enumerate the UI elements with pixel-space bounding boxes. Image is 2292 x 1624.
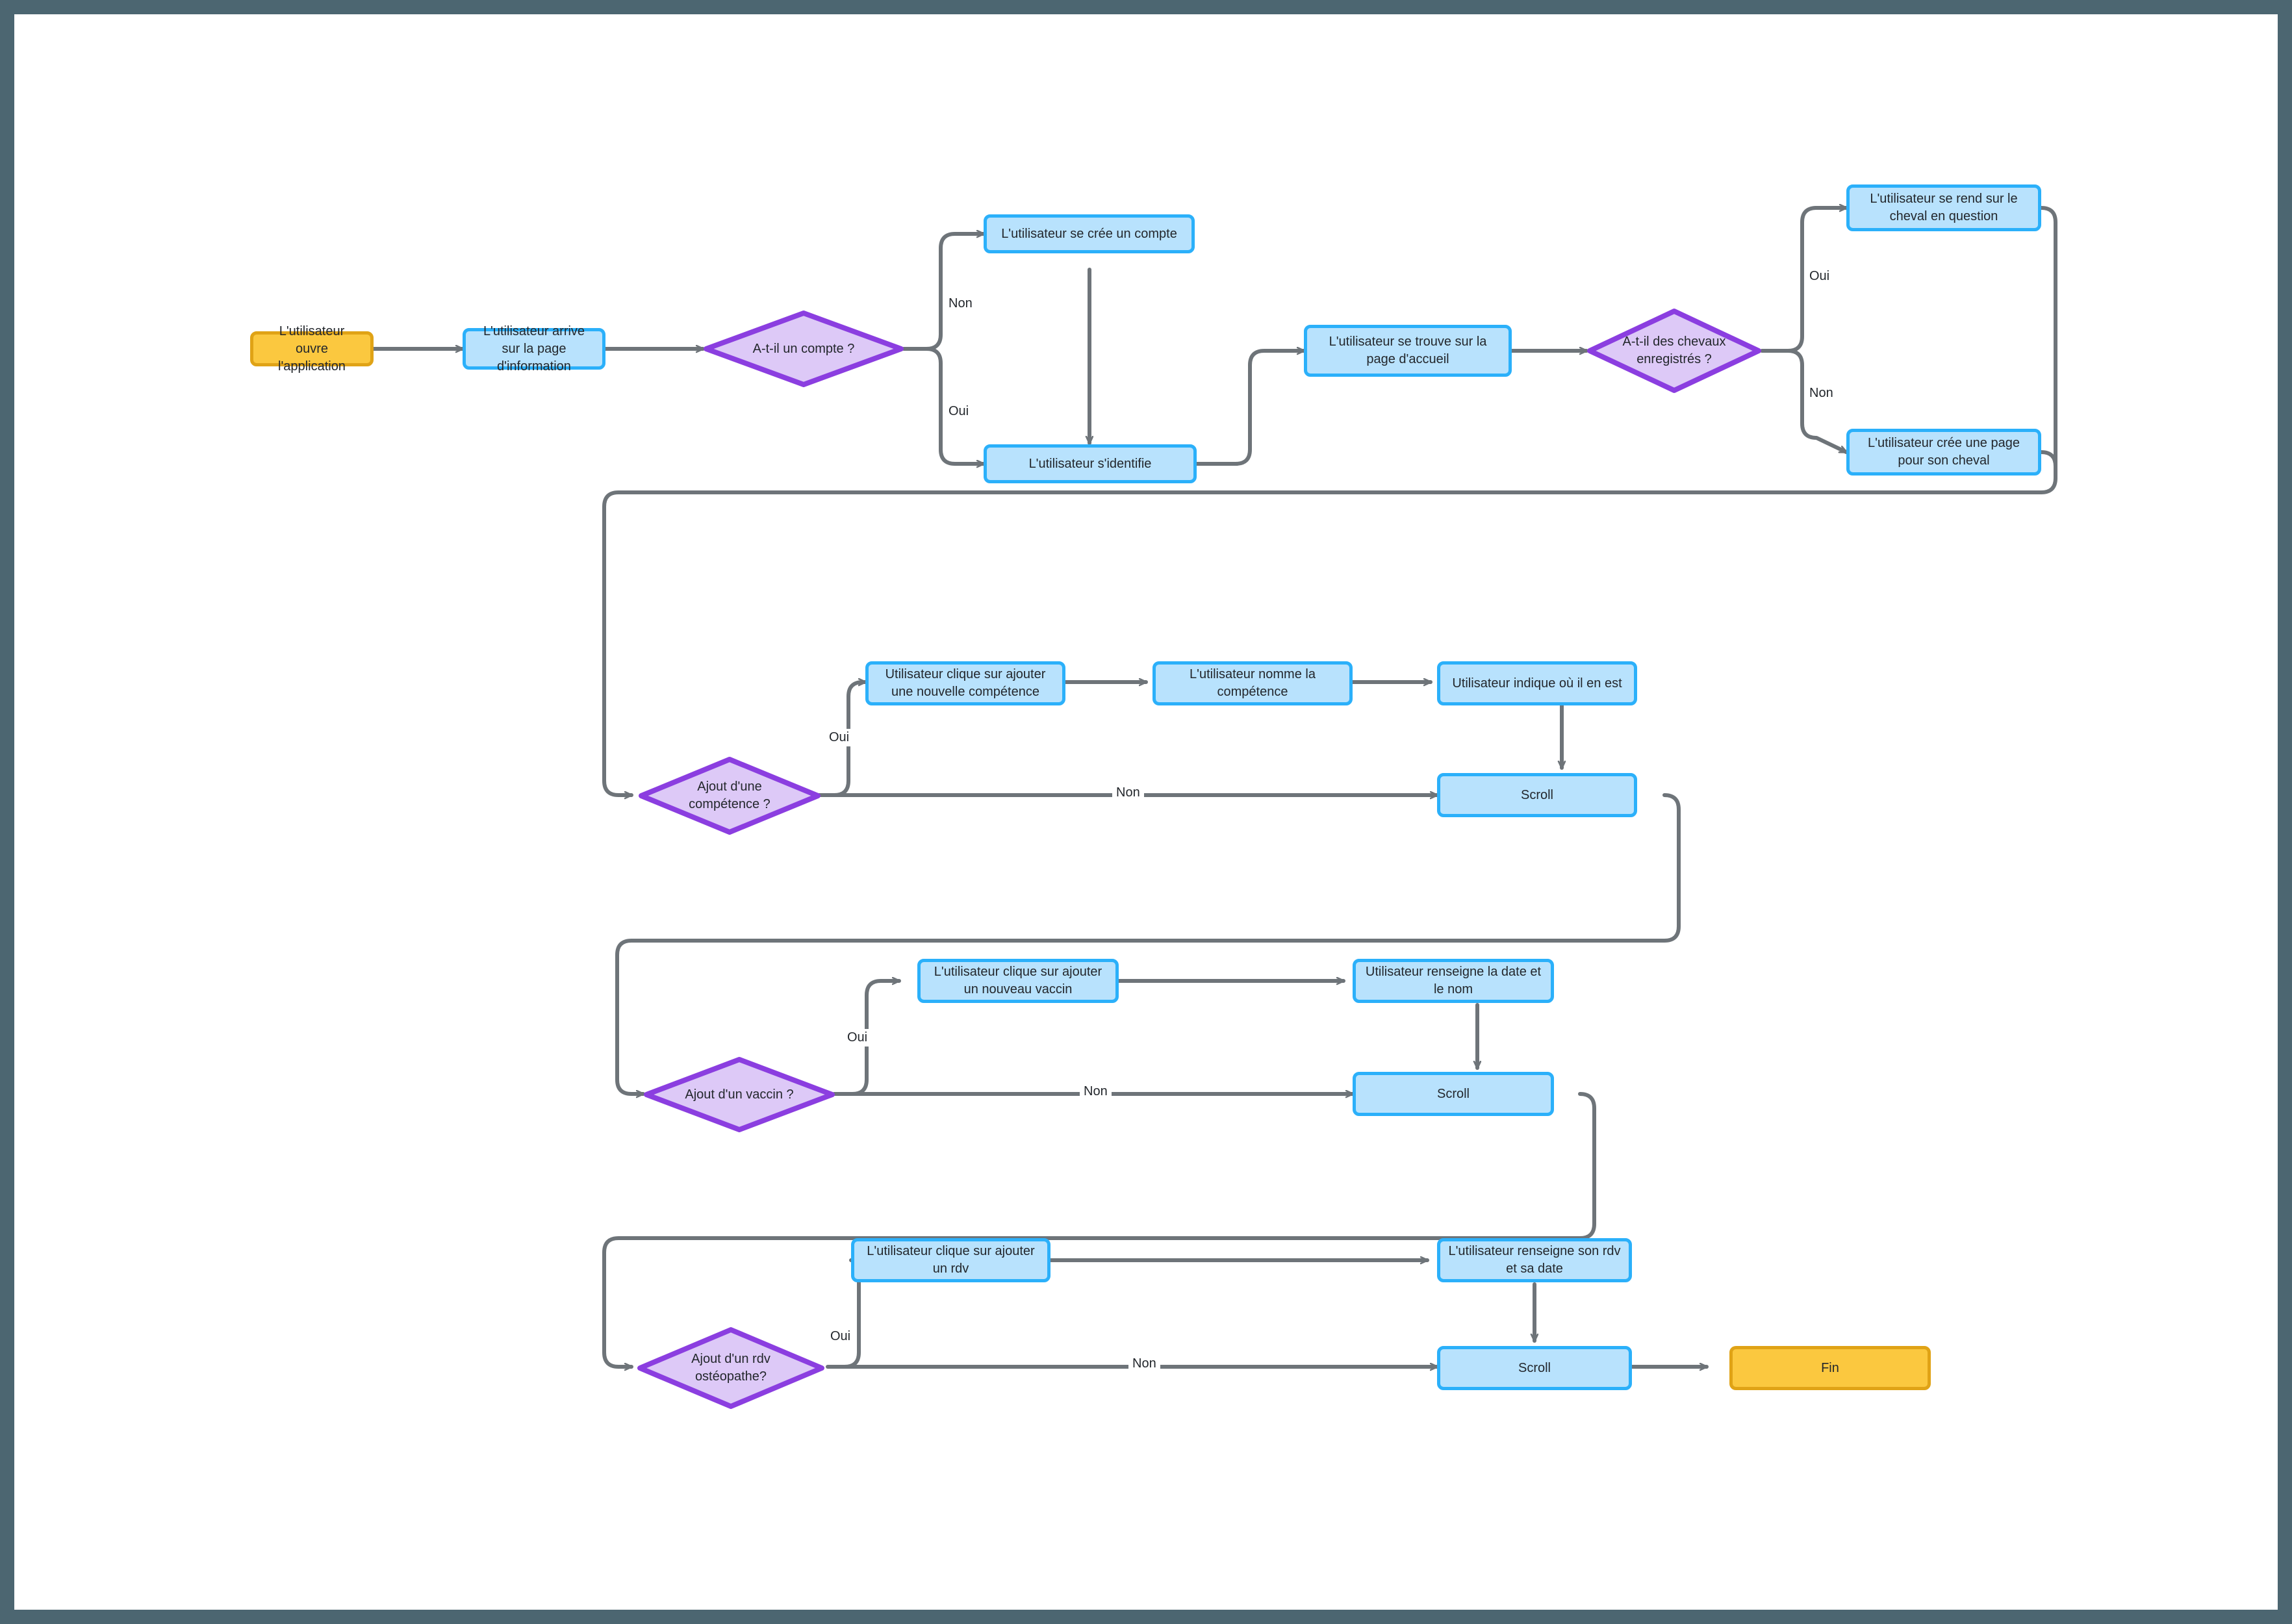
- edge-right-rail-to-skill: [602, 206, 2057, 795]
- edge-label-rdv-non: Non: [1128, 1355, 1160, 1373]
- edge-label-vaccine-non: Non: [1080, 1083, 1112, 1100]
- node-vaccine-fill[interactable]: Utilisateur renseigne la date et le nom: [1353, 959, 1554, 1003]
- node-create-account[interactable]: L'utilisateur se crée un compte: [984, 214, 1195, 253]
- node-identify[interactable]: L'utilisateur s'identifie: [984, 444, 1197, 483]
- node-skill-state-label: Utilisateur indique où il en est: [1452, 676, 1622, 691]
- node-scroll-1[interactable]: Scroll: [1437, 773, 1637, 817]
- edge-scroll2-to-rdv: [602, 1092, 1596, 1367]
- node-rdv-click[interactable]: L'utilisateur clique sur ajouter un rdv: [851, 1238, 1050, 1282]
- node-rdv-fill[interactable]: L'utilisateur renseigne son rdv et sa da…: [1437, 1238, 1632, 1282]
- edge-label-rdv-oui: Oui: [826, 1328, 855, 1345]
- node-info-page[interactable]: L'utilisateur arrive sur la page d'infor…: [463, 324, 605, 374]
- node-scroll-1-label: Scroll: [1520, 787, 1553, 802]
- node-add-vaccine-label: Ajout d'un vaccin ?: [685, 1087, 794, 1102]
- node-add-skill-label: Ajout d'une compétence ?: [689, 780, 770, 811]
- node-scroll-3-label: Scroll: [1518, 1360, 1551, 1375]
- node-add-rdv-label: Ajout d'un rdv ostéopathe?: [691, 1352, 770, 1384]
- node-has-account[interactable]: A-t-il un compte ?: [703, 310, 904, 388]
- edge-label-horses-oui: Oui: [1805, 268, 1834, 285]
- edge-label-skill-non: Non: [1112, 784, 1144, 802]
- node-end[interactable]: Fin: [1729, 1346, 1931, 1390]
- node-skill-click[interactable]: Utilisateur clique sur ajouter une nouve…: [865, 661, 1065, 705]
- node-rdv-fill-label: L'utilisateur renseigne son rdv et sa da…: [1448, 1244, 1621, 1276]
- node-scroll-2-label: Scroll: [1436, 1086, 1470, 1101]
- node-home-page-label: L'utilisateur se trouve sur la page d'ac…: [1329, 335, 1487, 366]
- node-vaccine-fill-label: Utilisateur renseigne la date et le nom: [1365, 965, 1542, 996]
- node-scroll-3[interactable]: Scroll: [1437, 1346, 1632, 1390]
- node-skill-name[interactable]: L'utilisateur nomme la compétence: [1152, 661, 1353, 705]
- node-create-account-label: L'utilisateur se crée un compte: [1001, 226, 1177, 241]
- node-start-label: L'utilisateur ouvre l'application: [278, 324, 346, 374]
- node-identify-label: L'utilisateur s'identifie: [1028, 456, 1152, 471]
- edge-label-account-oui: Oui: [945, 403, 973, 420]
- node-add-skill[interactable]: Ajout d'une compétence ?: [638, 756, 821, 835]
- edge-scroll1-to-vaccine: [615, 793, 1681, 1094]
- node-rdv-click-label: L'utilisateur clique sur ajouter un rdv: [867, 1244, 1035, 1276]
- node-create-horse-page-label: L'utilisateur crée une page pour son che…: [1868, 436, 2020, 468]
- node-add-vaccine[interactable]: Ajout d'un vaccin ?: [643, 1056, 835, 1133]
- edge-label-vaccine-oui: Oui: [843, 1029, 872, 1047]
- node-goto-horse[interactable]: L'utilisateur se rend sur le cheval en q…: [1846, 184, 2041, 231]
- diagram-canvas[interactable]: L'utilisateur ouvre l'application L'util…: [14, 14, 2278, 1610]
- node-has-account-label: A-t-il un compte ?: [752, 341, 855, 356]
- node-vaccine-click[interactable]: L'utilisateur clique sur ajouter un nouv…: [917, 959, 1119, 1003]
- node-info-page-label: L'utilisateur arrive sur la page d'infor…: [483, 324, 585, 374]
- edge-identify-to-home: [1195, 351, 1306, 466]
- edge-label-skill-oui: Oui: [825, 729, 854, 746]
- node-skill-name-label: L'utilisateur nomme la compétence: [1190, 667, 1316, 699]
- node-end-label: Fin: [1821, 1360, 1839, 1375]
- edge-label-account-non: Non: [945, 295, 976, 312]
- node-goto-horse-label: L'utilisateur se rend sur le cheval en q…: [1870, 192, 2018, 223]
- node-skill-state[interactable]: Utilisateur indique où il en est: [1437, 661, 1637, 705]
- node-home-page[interactable]: L'utilisateur se trouve sur la page d'ac…: [1304, 325, 1512, 377]
- node-create-horse-page[interactable]: L'utilisateur crée une page pour son che…: [1846, 429, 2041, 476]
- node-has-horses-label: A-t-il des chevaux enregistrés ?: [1622, 335, 1726, 366]
- edge-label-horses-non: Non: [1805, 385, 1837, 402]
- edge-account-non: [924, 234, 986, 351]
- node-skill-click-label: Utilisateur clique sur ajouter une nouve…: [885, 667, 1046, 699]
- node-add-rdv[interactable]: Ajout d'un rdv ostéopathe?: [637, 1326, 825, 1410]
- node-scroll-2[interactable]: Scroll: [1353, 1072, 1554, 1116]
- node-start[interactable]: L'utilisateur ouvre l'application: [250, 324, 374, 374]
- node-has-horses[interactable]: A-t-il des chevaux enregistrés ?: [1586, 308, 1762, 394]
- node-vaccine-click-label: L'utilisateur clique sur ajouter un nouv…: [934, 965, 1102, 996]
